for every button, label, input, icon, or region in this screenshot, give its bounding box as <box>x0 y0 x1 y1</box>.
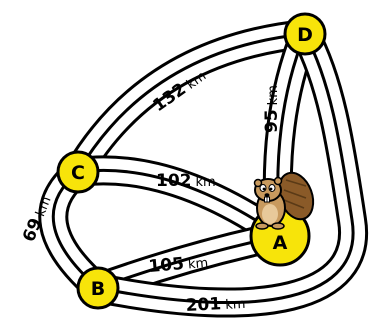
beaver-icon <box>253 171 315 230</box>
road-b-d <box>83 19 369 318</box>
edge-label-a-d: 95km <box>262 85 282 133</box>
svg-text:D: D <box>297 24 313 46</box>
road-c-a <box>63 155 295 251</box>
svg-text:A: A <box>273 232 288 254</box>
node-c: C <box>56 150 100 194</box>
svg-text:B: B <box>91 278 105 300</box>
node-b: B <box>76 266 120 310</box>
road-c-d <box>63 19 320 187</box>
node-d: D <box>283 12 327 56</box>
svg-text:C: C <box>71 162 85 184</box>
